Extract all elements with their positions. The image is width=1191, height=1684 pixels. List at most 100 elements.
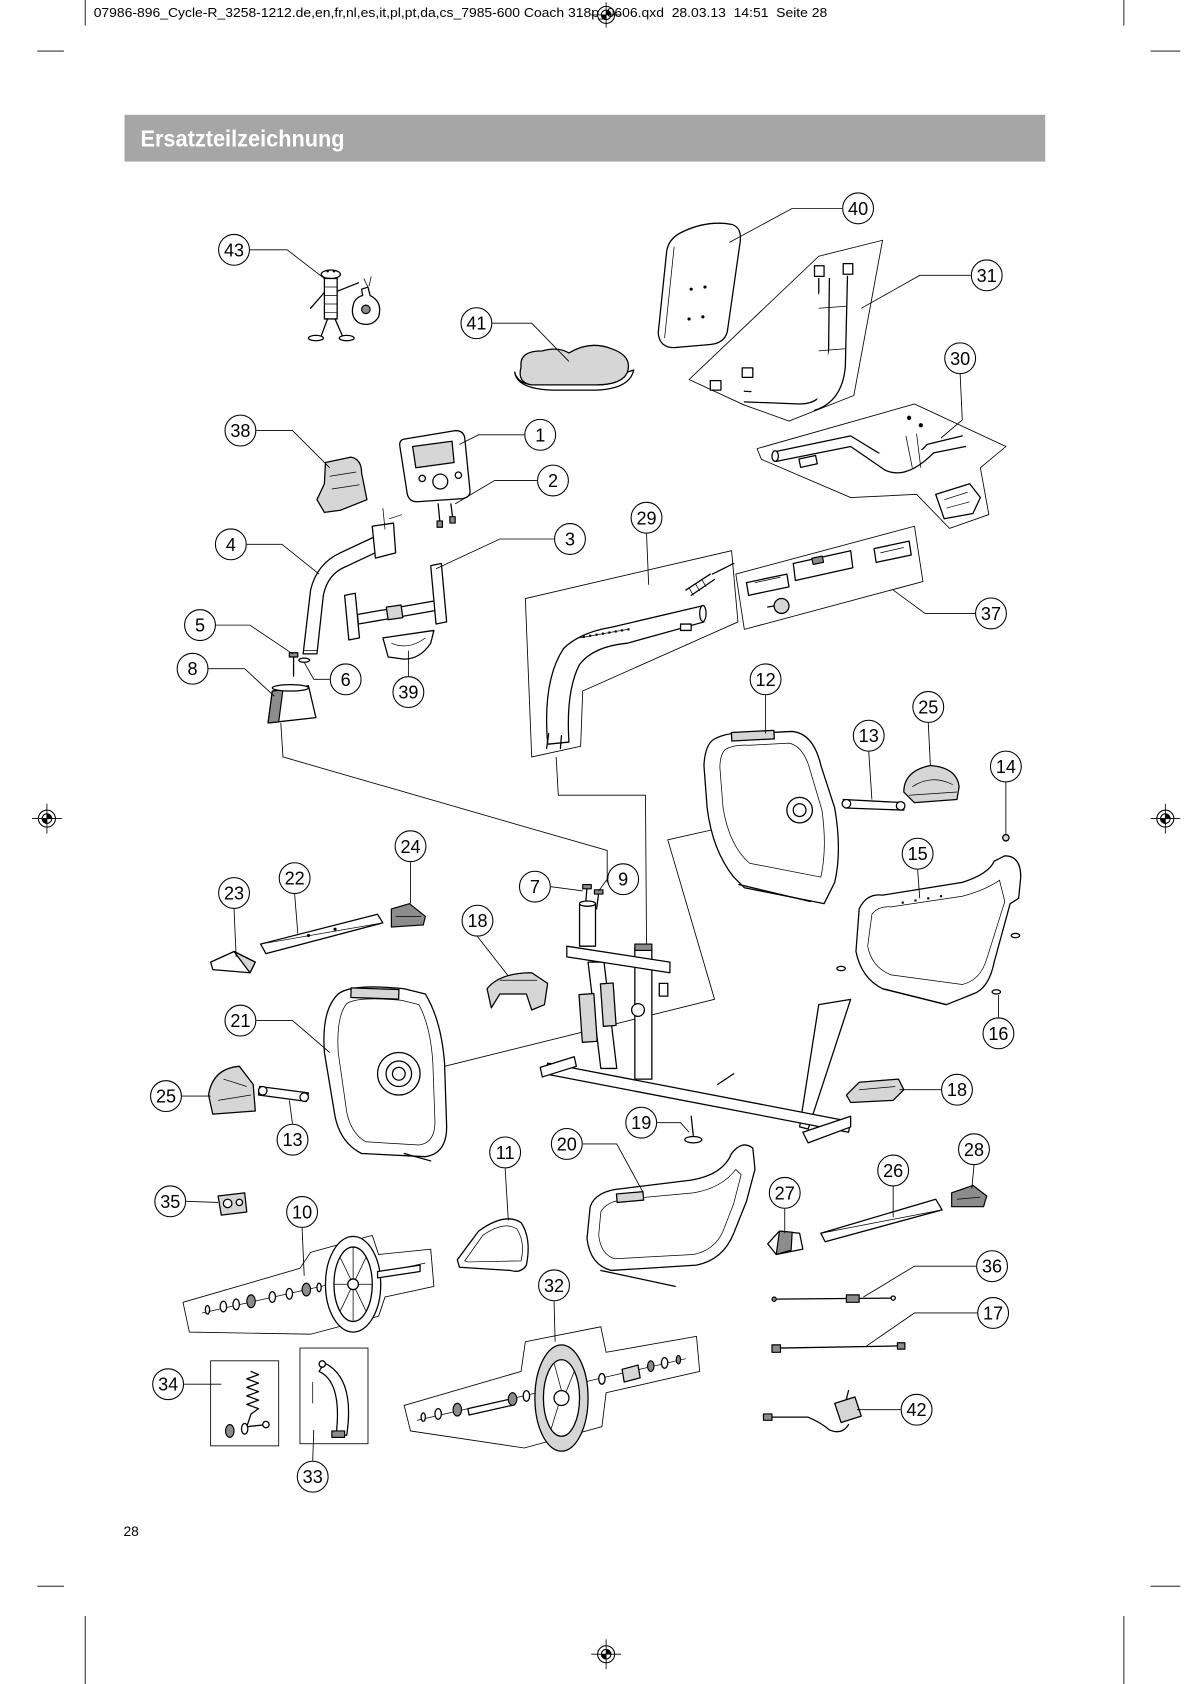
part-end-cap <box>768 1231 803 1254</box>
part-magnet <box>218 1193 247 1215</box>
part-tension-spring <box>211 1361 279 1446</box>
part-main-cable <box>772 1343 905 1353</box>
assembly-line <box>556 757 646 944</box>
callout-17: 17 <box>978 1298 1009 1329</box>
callout-15: 15 <box>902 838 933 869</box>
callout-label: 32 <box>544 1276 564 1296</box>
callout-4: 4 <box>215 529 246 560</box>
part-leveling-foot <box>685 1116 702 1143</box>
part-bracket-front <box>487 973 548 1010</box>
callout-label: 13 <box>282 1130 302 1150</box>
page-number: 28 <box>123 1523 139 1539</box>
callout-label: 15 <box>908 844 928 864</box>
callout-5: 5 <box>185 610 216 641</box>
part-console-cover <box>317 457 367 512</box>
part-sensor-cable <box>772 1295 895 1302</box>
callout-19: 19 <box>626 1107 657 1138</box>
callout-2: 2 <box>538 465 569 496</box>
part-post-cover <box>268 685 316 723</box>
part-main-frame <box>540 901 850 1143</box>
part-brake-band <box>300 1348 368 1444</box>
callout-label: 5 <box>195 616 205 636</box>
callout-12: 12 <box>750 664 781 695</box>
callout-9: 9 <box>608 864 639 895</box>
callout-label: 2 <box>548 471 558 491</box>
part-screw <box>1011 933 1020 937</box>
title-bar: Ersatzteilzeichnung <box>125 115 1046 162</box>
callout-18-rear: 18 <box>942 1074 973 1105</box>
callout-label: 11 <box>496 1143 515 1163</box>
callout-label: 4 <box>226 535 236 555</box>
callout-label: 14 <box>996 757 1016 777</box>
part-screw <box>289 653 298 676</box>
callout-label: 17 <box>983 1303 1003 1323</box>
callout-label: 27 <box>775 1183 795 1203</box>
callout-28: 28 <box>959 1134 990 1165</box>
callout-label: 12 <box>756 670 776 690</box>
callout-label: 3 <box>565 530 575 550</box>
callout-32: 32 <box>539 1270 570 1301</box>
callout-label: 18 <box>467 911 487 931</box>
callout-41: 41 <box>461 308 492 339</box>
callout-label: 16 <box>988 1024 1008 1044</box>
callout-label: 29 <box>636 508 656 528</box>
part-pedal-left <box>209 1066 256 1114</box>
callout-label: 1 <box>535 425 545 445</box>
part-crank-right <box>842 799 905 810</box>
part-cover-strip <box>821 1199 942 1242</box>
callout-label: 37 <box>981 604 1001 624</box>
callout-39: 39 <box>393 677 424 708</box>
callout-25-left: 25 <box>151 1081 182 1112</box>
part-seat-rail <box>757 404 1006 528</box>
part-rail-clamp-set <box>736 526 923 629</box>
part-console <box>400 431 470 502</box>
callout-label: 43 <box>224 240 244 260</box>
part-seat-tube <box>525 551 738 757</box>
part-hardware-kit <box>308 270 379 341</box>
registration-mark <box>591 1639 621 1669</box>
part-cap-screw <box>1003 835 1009 841</box>
callout-27: 27 <box>769 1177 800 1208</box>
callout-label: 33 <box>303 1467 323 1487</box>
part-console-cable <box>437 504 455 527</box>
callout-33: 33 <box>297 1461 328 1492</box>
part-end-cap <box>952 1185 987 1206</box>
callout-label: 22 <box>285 869 305 889</box>
callout-6: 6 <box>330 664 361 695</box>
callout-label: 30 <box>950 349 970 369</box>
callout-label: 24 <box>400 837 420 857</box>
part-end-cap <box>211 952 256 973</box>
part-power-adapter <box>763 1391 861 1432</box>
callout-label: 39 <box>398 683 418 703</box>
callout-label: 8 <box>188 659 198 679</box>
callout-8: 8 <box>177 653 208 684</box>
part-right-side-cover <box>704 730 838 903</box>
page-title: Ersatzteilzeichnung <box>140 126 344 152</box>
part-seat <box>515 345 634 390</box>
callout-25-right: 25 <box>913 692 944 723</box>
part-washer <box>299 658 310 662</box>
callout-label: 7 <box>530 877 540 897</box>
part-rear-cover <box>856 856 1021 1005</box>
callout-label: 35 <box>160 1192 180 1212</box>
part-left-side-cover <box>324 987 447 1161</box>
callout-label: 13 <box>859 726 879 746</box>
callout-42: 42 <box>901 1394 932 1425</box>
part-screw <box>992 990 1001 994</box>
callout-10: 10 <box>287 1197 318 1228</box>
callout-14: 14 <box>990 751 1021 782</box>
callout-label: 19 <box>631 1113 651 1133</box>
callout-label: 23 <box>224 884 244 904</box>
callout-label: 36 <box>982 1257 1002 1277</box>
part-drive-belt <box>457 1219 528 1272</box>
registration-mark <box>32 804 62 834</box>
part-backrest-pad <box>658 223 740 347</box>
callout-43: 43 <box>219 234 250 265</box>
callout-38: 38 <box>225 415 256 446</box>
part-screw <box>837 966 846 970</box>
callout-label: 20 <box>557 1134 577 1154</box>
callout-label: 9 <box>618 870 628 890</box>
callout-label: 10 <box>292 1202 312 1222</box>
